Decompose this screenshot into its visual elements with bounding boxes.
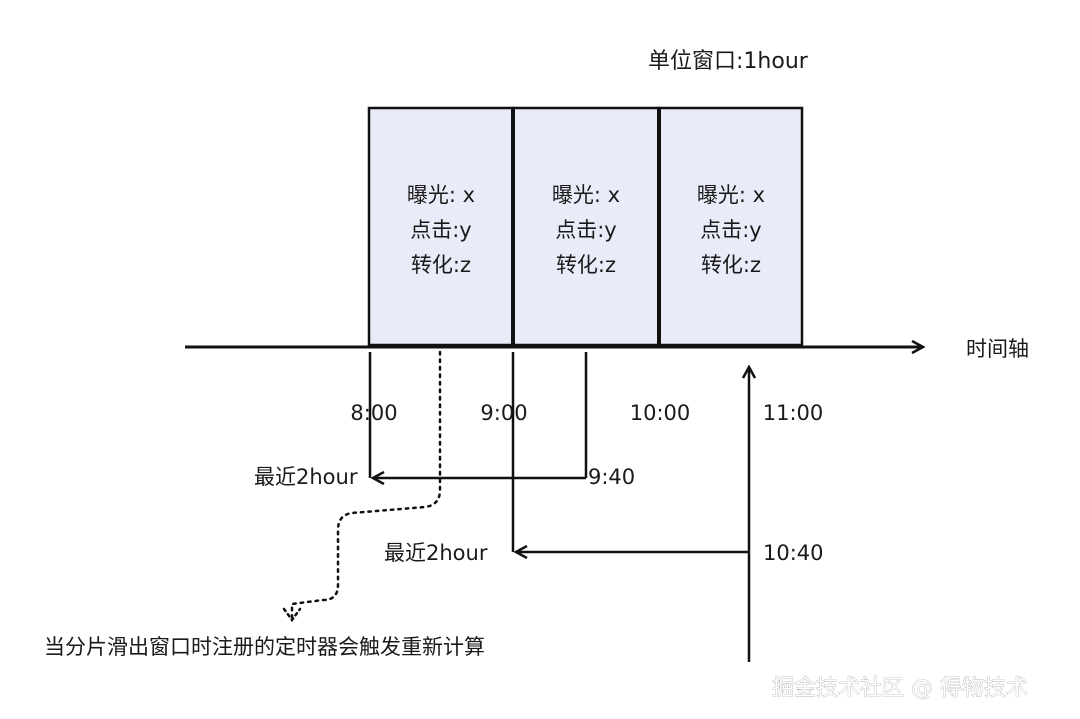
tick-label-800: 8:00: [350, 401, 397, 425]
window-box-1: [367, 106, 515, 347]
timer-note: 当分片滑出窗口时注册的定时器会触发重新计算: [44, 635, 485, 659]
tick-label-1000: 10:00: [630, 401, 691, 425]
range-1-label: 最近2hour: [254, 465, 358, 489]
tick-label-1100: 11:00: [763, 401, 824, 425]
dotted-arrowhead: [282, 607, 302, 623]
window-1-metric-1: 曝光: x: [407, 183, 475, 207]
query-1-time: 9:40: [588, 465, 635, 489]
window-box-3: [657, 106, 804, 347]
query-2-time: 10:40: [763, 541, 824, 565]
window-2-metric-2: 点击:y: [555, 218, 617, 242]
axis-label: 时间轴: [966, 337, 1029, 361]
dotted-expire-path: [290, 350, 442, 619]
window-2-metric-1: 曝光: x: [552, 183, 620, 207]
window-3-metric-1: 曝光: x: [697, 183, 765, 207]
window-1-metric-3: 转化:z: [411, 253, 471, 277]
window-box-2: [511, 106, 661, 347]
window-1-metric-2: 点击:y: [410, 218, 472, 242]
window-3-metric-3: 转化:z: [701, 253, 761, 277]
window-3-metric-2: 点击:y: [700, 218, 762, 242]
watermark: 掘金技术社区 @ 得物技术: [772, 676, 1028, 701]
window-2-metric-3: 转化:z: [556, 253, 616, 277]
range-2-label: 最近2hour: [384, 541, 488, 565]
tick-label-900: 9:00: [480, 401, 527, 425]
unit-window-label: 单位窗口:1hour: [648, 49, 809, 74]
